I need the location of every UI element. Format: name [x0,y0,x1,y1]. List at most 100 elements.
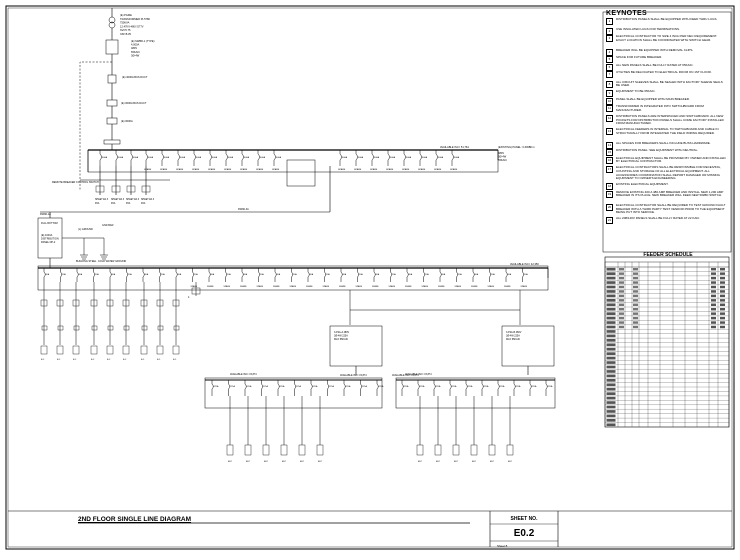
breaker-symbol [376,383,379,390]
schedule-cell-fill [711,285,716,289]
schedule-cell-fill [633,281,638,284]
spare-label: SPARE [386,168,394,171]
grounding-label: (L) GROUND [78,228,93,231]
breaker-rating: 20A [376,273,380,276]
schedule-cell-fill [606,365,616,369]
load-box [488,444,496,456]
subpanel-label: 3Ø-4W 225A [506,334,520,337]
breaker-rating: 600A [358,156,364,159]
remote-breaker-label: REMOTE BREAKER CONTROL SWITCH [52,181,99,184]
breaker-rating: 225A [404,385,409,388]
keynote-tag: 4 [188,296,190,299]
breaker-rating: 600A [454,156,460,159]
schedule-cell-fill [606,312,616,315]
breaker-rating: 600A [196,156,202,159]
schedule-cell-fill [720,290,725,293]
schedule-cell-fill [606,334,616,338]
schedule-cell-fill [711,272,716,275]
breaker-symbol [324,271,326,278]
breaker-symbol [209,153,212,161]
load-label: ELP [508,461,513,463]
spare-label: SPARE [207,285,214,288]
spare-label: SPARE [389,285,396,288]
schedule-cell-fill [606,339,616,342]
breaker-symbol [449,383,452,390]
keynote-text: DISTRIBUTION PANELS SHALL BE EQUIPPED WI… [616,17,718,21]
load-box [470,444,478,456]
schedule-cell-fill [606,374,616,378]
schedule-cell-fill [720,276,725,280]
breaker-symbol [360,383,362,390]
breaker-rating: 20A [211,273,215,276]
schedule-cell-fill [619,325,624,329]
load-label: E-1 [123,359,127,361]
schedule-cell-fill [619,268,624,271]
branch-box [90,299,98,307]
load-label: ELP [418,461,423,463]
breaker-rating: 600A [228,156,234,159]
load-box [316,444,324,456]
schedule-cell-fill [606,414,616,418]
breaker-rating: 20A [425,273,429,276]
main-breaker [105,39,119,55]
keynote-text: ALL SPACES FOR BREAKERS SHALL INCLUDE BU… [616,140,711,145]
breaker-symbol [99,153,102,161]
isc-label: AVAILABLE ISC= 15,874 [340,374,367,377]
spare-label: SPARE [372,285,379,288]
breaker-symbol [294,383,296,390]
schedule-cell-fill [619,299,624,302]
schedule-cell-fill [711,281,716,284]
breaker-rating: 20A [293,273,297,276]
breaker-rating: 600A [406,156,412,159]
main-swbd-label: (E) SWBD-1 (TYPE) [131,39,155,43]
breaker-rating: 225A [379,385,384,388]
schedule-cell-fill [606,401,616,404]
sheet-number-label: SHEET NO. [510,516,538,522]
keynote-number: 11 [606,105,613,113]
schedule-cell-fill [606,272,616,275]
bus-tap [103,139,121,145]
sheet-ref: SHEET E0.3 [126,199,140,201]
branch-box [172,299,180,307]
spare-label: SPARE [450,168,458,171]
swbd-value: 480V [498,151,504,155]
breaker-rating: 20A [508,273,512,276]
breaker-symbol [439,271,442,278]
spare-label: SPARE [224,168,232,171]
schedule-cell-fill [606,343,616,347]
bus-box [106,99,118,107]
breaker-rating: 600A [180,156,186,159]
spare-label: SPARE [306,285,313,288]
breaker-symbol [225,271,227,278]
keynote-number: 16 [606,156,613,164]
breaker-rating: 225A [548,385,553,388]
keynote-text: DISTRIBUTION PANEL: SEE EQUIPMENT WITH N… [616,148,699,153]
subpanel-label: 3-P2A-A 480V [334,331,350,334]
load-box [226,444,234,456]
breaker-rating: 600A [342,156,348,159]
schedule-cell-fill [711,299,716,302]
branch-box [157,325,164,331]
breaker-rating: 225A [452,385,457,388]
schedule-cell-fill [720,316,725,320]
breaker-rating: 20A [277,273,281,276]
keynote-number: 15 [606,149,613,157]
schedule-cell-fill [720,303,725,306]
load-box [90,345,98,355]
spare-label: SPARE [144,168,152,171]
schedule-cell-fill [619,303,624,306]
breaker-symbol [310,383,313,390]
schedule-cell-fill [606,330,616,333]
spare-label: SPARE [402,168,410,171]
feeder-tag: DW3D-1A [40,213,51,216]
sheet-border [5,5,735,550]
schedule-cell-fill [711,325,716,329]
spare-label: SPARE [290,285,297,288]
spare-label: SPARE [488,285,495,288]
spare-label: SPARE [434,168,442,171]
breaker-symbol [175,271,178,278]
